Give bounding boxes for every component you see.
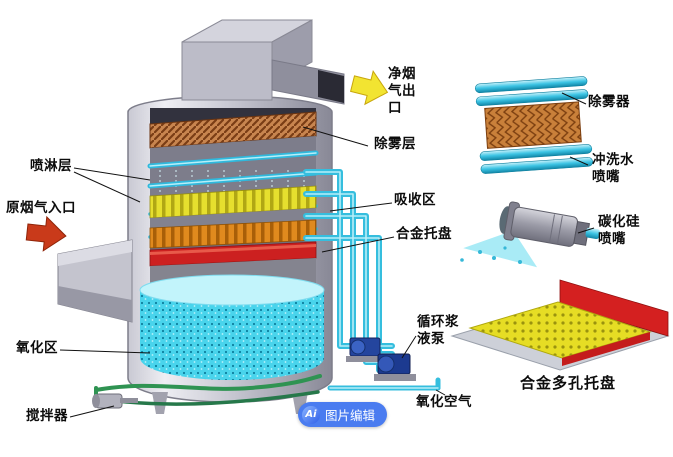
label-detail-silicon-carbide-nozzle: 碳化硅喷嘴 <box>598 214 640 247</box>
label-detail-alloy-porous-tray: 合金多孔托盘 <box>520 374 617 392</box>
slurry-pool <box>139 274 325 380</box>
circulation-pumps <box>346 337 416 381</box>
outlet-hood <box>181 19 345 105</box>
detail-demister <box>475 76 594 174</box>
label-demister-layer: 除雾层 <box>374 136 416 152</box>
clean-gas-arrow-icon <box>349 70 389 106</box>
label-circulation-slurry-pump: 循环浆液泵 <box>417 314 459 347</box>
label-spray-layer: 喷淋层 <box>30 158 72 174</box>
agitator-motor <box>92 393 138 409</box>
label-agitator: 搅拌器 <box>26 408 68 424</box>
oxidation-air-pipe <box>327 377 441 391</box>
watermark-text: 图片编辑 <box>325 408 376 423</box>
detail-porous-tray <box>450 279 670 371</box>
detail-nozzle <box>460 201 601 268</box>
label-detail-demister: 除雾器 <box>588 94 630 110</box>
label-clean-gas-outlet: 净烟气出口 <box>388 66 416 116</box>
leader-lines <box>59 92 595 418</box>
label-alloy-tray: 合金托盘 <box>396 226 452 242</box>
label-raw-gas-inlet: 原烟气入口 <box>6 200 76 216</box>
label-oxidation-air: 氧化空气 <box>416 394 472 410</box>
raw-gas-inlet-arrow-icon <box>25 215 67 252</box>
label-detail-flushing-water-nozzle: 冲洗水喷嘴 <box>592 152 634 185</box>
label-oxidation-zone: 氧化区 <box>16 340 58 356</box>
ai-image-edit-watermark-badge[interactable]: Ai 图片编辑 <box>298 402 388 427</box>
scrubber-tower <box>127 95 333 414</box>
ai-logo-icon: Ai <box>302 405 320 424</box>
inlet-duct <box>57 239 133 323</box>
label-absorption-zone: 吸收区 <box>394 192 436 208</box>
